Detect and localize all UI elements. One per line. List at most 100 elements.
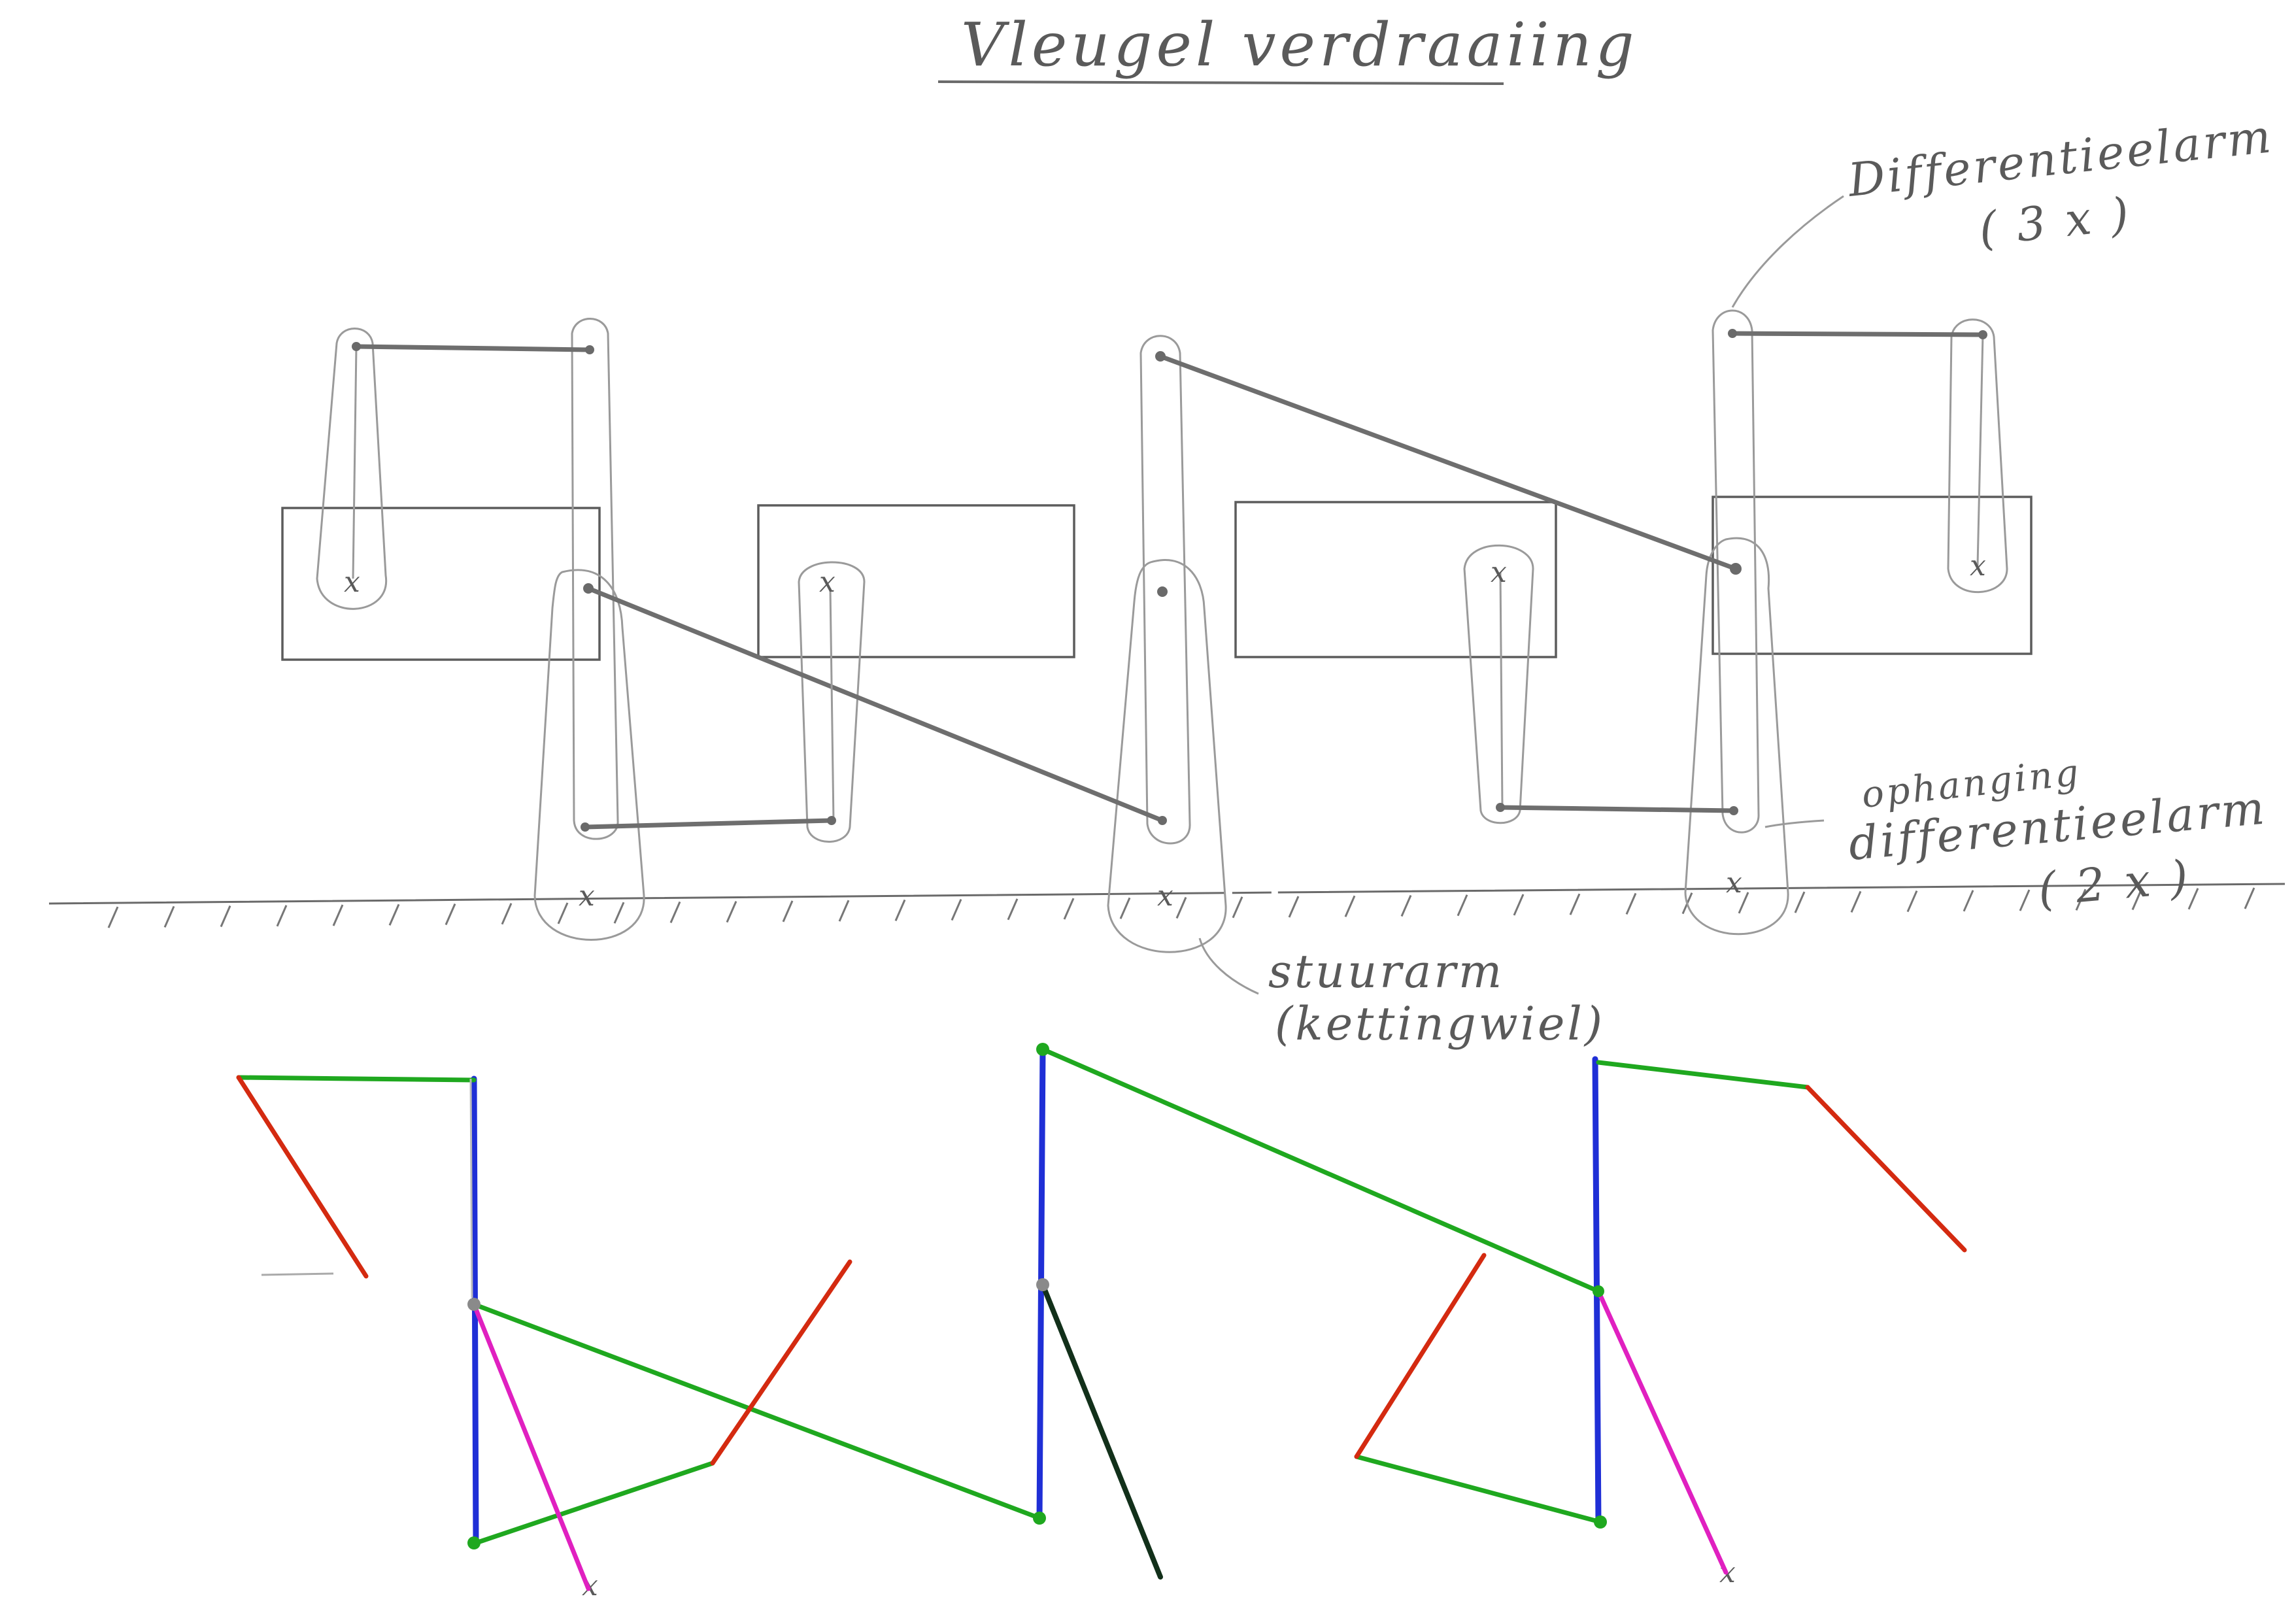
ground-hatch-mark xyxy=(276,905,288,927)
ground-hatch-mark xyxy=(2075,888,2087,911)
ground-hatch-mark xyxy=(1119,897,1131,919)
red-arm xyxy=(710,1259,852,1466)
differential-arm-4 xyxy=(1947,318,2008,594)
differential-arm-1 xyxy=(316,328,388,610)
joint-dot xyxy=(1593,1285,1604,1297)
label-ophanging-count: ( 2 x ) xyxy=(2036,850,2193,917)
ground-hatch-mark xyxy=(782,900,794,922)
rod-diagonal-lower xyxy=(586,586,1165,823)
pivot-points xyxy=(352,329,1987,832)
joint-dot xyxy=(467,1536,481,1549)
pencil-stroke xyxy=(261,1272,334,1276)
fixed-pivot-mark: x xyxy=(579,879,595,913)
green-link xyxy=(473,1461,715,1546)
ground-hatch-mark xyxy=(1232,896,1243,919)
ground-hatch-mark xyxy=(1906,890,1918,913)
green-link xyxy=(1354,1454,1603,1525)
suspension-arm-1 xyxy=(571,318,619,840)
label-differentieelarm: Differentieelarm xyxy=(1844,109,2276,207)
ground-hatch-mark xyxy=(613,902,625,924)
ground-hatch-mark xyxy=(1457,894,1468,917)
ground-hatch-mark xyxy=(1400,894,1412,917)
wing-box-4 xyxy=(1712,496,2033,655)
label-kettingwiel: (kettingwiel) xyxy=(1275,997,1605,1051)
joint-dot xyxy=(1033,1512,1046,1525)
leader-ophanging xyxy=(1764,819,1825,828)
rod-diagonal-upper xyxy=(1158,354,1738,571)
rod-guide-2 xyxy=(1976,334,1984,566)
rod-top-left xyxy=(354,344,592,352)
leader-lines xyxy=(1198,195,1844,995)
steering-arms xyxy=(533,537,1789,953)
pivot-dot xyxy=(583,583,594,594)
ground-hatch-mark xyxy=(163,905,175,928)
steering-arm-1 xyxy=(533,569,645,941)
ground-hatch-mark xyxy=(445,903,456,926)
ground-hatch-mark xyxy=(894,899,906,921)
joint-dot xyxy=(467,1298,481,1311)
ground-hatch-mark xyxy=(838,900,850,922)
kinematic-diagram xyxy=(236,1043,1967,1591)
ground-hatch-mark xyxy=(1850,890,1862,913)
connecting-rods xyxy=(352,331,1985,830)
wing-boxes xyxy=(281,496,2033,661)
pivot-dot xyxy=(1157,586,1168,597)
pivot-dot xyxy=(1155,351,1166,362)
ground-hatch-mark xyxy=(332,904,344,926)
green-link xyxy=(471,1302,1042,1521)
ground-hatch-mark xyxy=(1175,896,1187,919)
differential-arm-3 xyxy=(1463,544,1534,824)
title-underline xyxy=(937,80,1504,85)
fixed-pivot-mark: x xyxy=(1157,879,1173,913)
suspension-arm-3 xyxy=(1712,309,1760,834)
magenta-arm xyxy=(1596,1289,1729,1575)
ground-line xyxy=(48,883,2286,905)
ground-hatch-mark xyxy=(726,901,737,923)
wing-box-1 xyxy=(281,507,601,661)
fixed-pivot-mark: x xyxy=(1491,556,1507,589)
ground-hatch-mark xyxy=(107,906,119,928)
ground xyxy=(48,883,2286,928)
ground-hatching xyxy=(107,887,2255,928)
label-differentieelarm-count: ( 3 x ) xyxy=(1976,187,2134,256)
rod-bottom-right xyxy=(1498,805,1736,813)
rod-guide-1 xyxy=(352,346,358,579)
pencil-guide xyxy=(469,1078,473,1298)
green-link xyxy=(1040,1047,1601,1294)
ground-hatch-mark xyxy=(1569,893,1581,915)
rod-guide-4 xyxy=(1499,571,1504,808)
pivot-dot xyxy=(585,345,594,354)
pivot-dot xyxy=(1730,563,1742,575)
diagram-title: Vleugel verdraaiing xyxy=(961,10,1638,80)
fixed-pivot-mark: x xyxy=(819,566,835,599)
differential-arm-2 xyxy=(798,561,866,843)
pivot-dot xyxy=(1978,330,1987,339)
ground-hatch-mark xyxy=(388,904,400,926)
differential-arms xyxy=(316,309,2008,845)
pivot-dot xyxy=(1728,329,1737,338)
label-stuurarm: stuurarm xyxy=(1268,945,1504,998)
red-arm xyxy=(236,1075,369,1279)
ground-hatch-mark xyxy=(669,901,681,924)
fixed-pivot-mark: x xyxy=(1726,866,1742,900)
leader-differentieelarm xyxy=(1731,195,1844,308)
pivot-dot xyxy=(1496,803,1505,812)
ground-hatch-mark xyxy=(1963,890,1974,912)
ground-hatch-mark xyxy=(1288,896,1300,918)
ground-hatch-mark xyxy=(1344,895,1356,917)
wing-box-3 xyxy=(1234,501,1557,658)
ground-hatch-mark xyxy=(2244,887,2255,909)
ground-hatch-mark xyxy=(1625,892,1637,915)
leader-stuurarm xyxy=(1198,938,1259,995)
pivot-dot xyxy=(581,822,590,832)
pivot-dot xyxy=(1158,816,1167,825)
joint-dot xyxy=(1036,1278,1049,1291)
ground-hatch-mark xyxy=(1007,898,1019,921)
ground-hatch-mark xyxy=(2131,888,2143,911)
joint-dot xyxy=(1036,1043,1049,1056)
steering-arm-2 xyxy=(1107,559,1227,953)
pivot-dot xyxy=(827,816,836,825)
ground-hatch-mark xyxy=(1513,894,1525,916)
ground-hatch-mark xyxy=(1063,898,1075,920)
ground-hatch-mark xyxy=(1738,892,1749,914)
